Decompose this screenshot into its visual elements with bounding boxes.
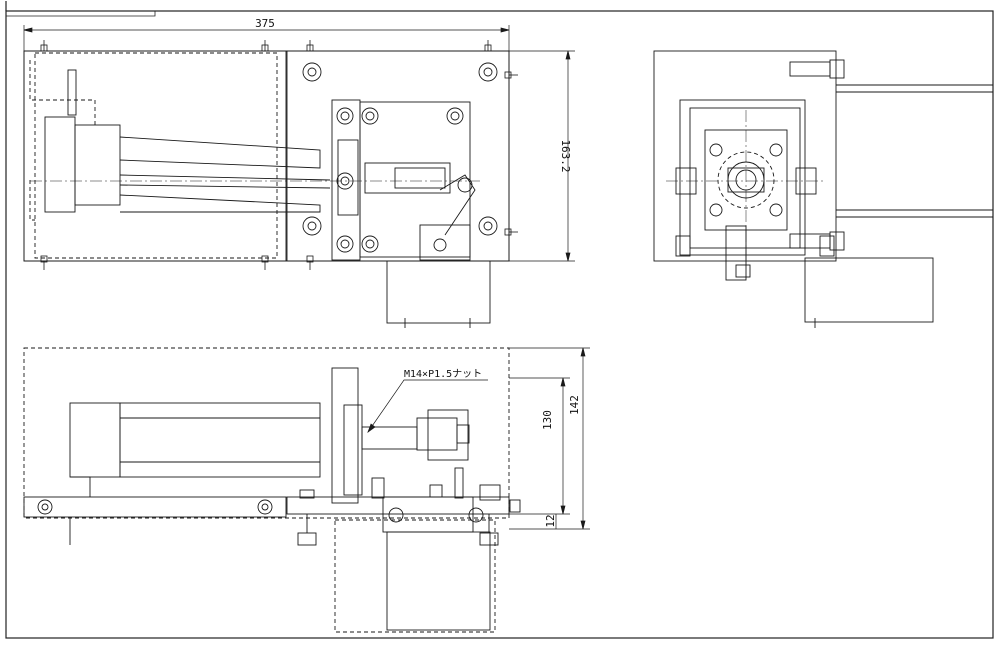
dimension-overall-length: 375 [255, 17, 275, 30]
sheet-border [5, 1, 994, 639]
nut-callout-label: M14×P1.5ナット [404, 368, 482, 380]
dimension-top-view-height: 163.2 [559, 139, 572, 172]
dimension-base-plate-thickness: 12 [544, 514, 557, 527]
front-view-dimensions [509, 347, 590, 530]
nut-callout-leader [367, 379, 488, 433]
dimension-front-inner-height: 130 [541, 410, 554, 430]
front-view [23, 347, 521, 633]
top-view-dimensions [23, 25, 575, 262]
top-view [23, 40, 518, 328]
dimension-front-overall-height: 142 [568, 395, 581, 415]
side-view [653, 50, 993, 328]
